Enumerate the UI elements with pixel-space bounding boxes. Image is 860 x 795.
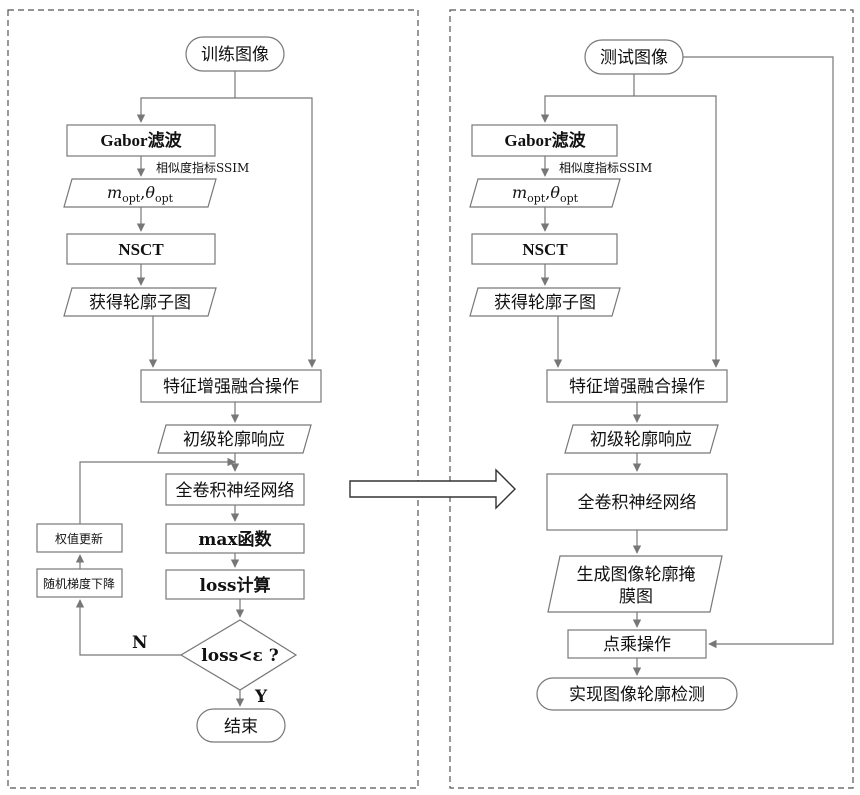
left-loss-label: loss计算 xyxy=(200,575,271,596)
left-gabor-label: Gabor滤波 xyxy=(100,130,182,150)
left-nsct-label: NSCT xyxy=(118,240,164,259)
left-no-label: N xyxy=(132,633,148,653)
left-primary-label: 初级轮廓响应 xyxy=(183,430,285,450)
right-final-label: 实现图像轮廓检测 xyxy=(569,685,705,705)
right-fcn-label: 全卷积神经网络 xyxy=(578,493,697,513)
sgd-label: 随机梯度下降 xyxy=(43,576,115,591)
right-gabor-label: Gabor滤波 xyxy=(504,130,586,150)
right-dot-label: 点乘操作 xyxy=(603,635,671,655)
left-max-label: max函数 xyxy=(198,529,272,550)
left-fusion-label: 特征增强融合操作 xyxy=(163,377,299,397)
left-contour-label: 获得轮廓子图 xyxy=(89,293,191,313)
left-arrow-start-gabor xyxy=(141,71,235,122)
right-contour-label: 获得轮廓子图 xyxy=(494,293,596,313)
left-arrow-no-loop xyxy=(80,600,181,655)
left-arrow-start-fusion xyxy=(235,98,312,367)
left-decision-label: loss<ε ? xyxy=(201,646,278,666)
right-mask-label-1: 生成图像轮廓掩 xyxy=(577,565,696,585)
right-ssim-label: 相似度指标SSIM xyxy=(559,160,652,175)
right-start-label: 测试图像 xyxy=(600,48,668,68)
left-end-label: 结束 xyxy=(224,717,258,737)
right-mask-label-2: 膜图 xyxy=(619,587,653,607)
transfer-arrow-icon xyxy=(350,470,515,508)
right-fusion-label: 特征增强融合操作 xyxy=(569,377,705,397)
left-ssim-label: 相似度指标SSIM xyxy=(156,160,249,175)
weight-update-label: 权值更新 xyxy=(55,531,103,546)
right-arrow-start-gabor xyxy=(545,74,634,122)
right-primary-label: 初级轮廓响应 xyxy=(590,430,692,450)
left-fcn-label: 全卷积神经网络 xyxy=(176,481,295,501)
left-start-label: 训练图像 xyxy=(201,45,269,65)
right-arrow-start-fusion xyxy=(634,96,716,367)
right-nsct-label: NSCT xyxy=(522,240,568,259)
left-yes-label: Y xyxy=(254,687,268,707)
